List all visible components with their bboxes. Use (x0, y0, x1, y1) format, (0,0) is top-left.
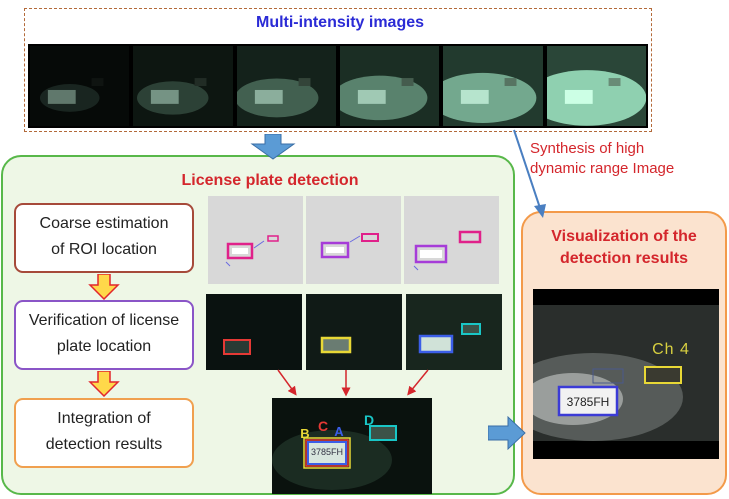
label-a: A (332, 424, 346, 439)
intensity-frame (133, 46, 232, 126)
intensity-frame (340, 46, 439, 126)
intensity-frame (30, 46, 129, 126)
roi-thumb-2 (306, 196, 401, 284)
flow-arrow-down-icon (88, 371, 120, 397)
step-coarse-line2: of ROI location (16, 241, 192, 259)
visualization-line1: Visualization of the (526, 228, 722, 246)
step-integration-line1: Integration of (16, 410, 192, 428)
visualization-channel-label: Ch 4 (641, 341, 701, 359)
step-integration: Integration of detection results (14, 398, 194, 468)
intensity-frame (237, 46, 336, 126)
step-integration-line2: detection results (16, 436, 192, 454)
step-verification-line1: Verification of license (16, 312, 192, 330)
down-arrow-icon (250, 134, 296, 160)
integration-result-image: 3785FH A B C D (272, 398, 432, 494)
synthesis-line1: Synthesis of high (530, 140, 690, 157)
visualization-result-image: Ch 4 3785FH (533, 289, 719, 459)
intensity-frame (547, 46, 646, 126)
multi-intensity-title: Multi-intensity images (180, 14, 500, 32)
step-verification-line2: plate location (16, 338, 192, 356)
flow-arrow-down-icon (88, 274, 120, 300)
synthesis-line2: dynamic range Image (530, 160, 729, 177)
visualization-plate-text: 3785FH (561, 395, 615, 409)
label-b: B (298, 426, 312, 441)
step-coarse-estimation: Coarse estimation of ROI location (14, 203, 194, 273)
intensity-frame (443, 46, 542, 126)
step-coarse-line1: Coarse estimation (16, 215, 192, 233)
verify-thumb-2 (306, 294, 402, 370)
verify-thumb-1 (206, 294, 302, 370)
red-arrows-icon (260, 368, 460, 398)
verify-thumb-3 (406, 294, 502, 370)
label-c: C (316, 418, 330, 434)
diagonal-arrow-icon (510, 128, 550, 220)
step-verification: Verification of license plate location (14, 300, 194, 370)
roi-thumb-1 (208, 196, 303, 284)
label-d: D (362, 412, 376, 428)
visualization-line2: detection results (526, 250, 722, 268)
detection-title: License plate detection (150, 172, 390, 190)
integration-plate-text: 3785FH (309, 447, 345, 457)
multi-intensity-strip (28, 44, 648, 128)
right-arrow-icon (488, 416, 526, 450)
roi-thumb-3 (404, 196, 499, 284)
